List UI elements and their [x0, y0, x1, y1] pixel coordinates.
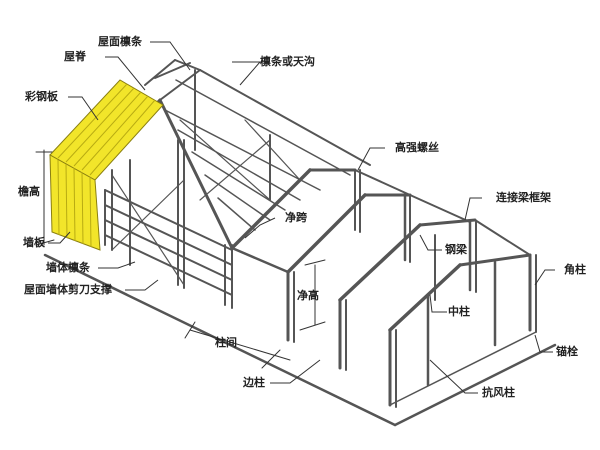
label-clear-span: 净跨	[285, 211, 307, 224]
label-column-spacing: 柱间	[215, 336, 237, 349]
label-wall-panel: 墙板	[23, 236, 45, 249]
color-steel-sheet-panel	[49, 79, 164, 251]
label-eave-height: 檐高	[18, 185, 40, 198]
label-corner-column: 角柱	[564, 263, 586, 276]
label-tie-beam-frame: 连接梁框架	[496, 191, 551, 204]
label-high-strength-bolt: 高强螺丝	[395, 141, 439, 154]
label-anchor-bolt: 锚栓	[556, 345, 578, 358]
label-edge-column: 边柱	[243, 376, 265, 389]
side-ground-line	[393, 343, 557, 427]
label-color-steel-sheet: 彩钢板	[25, 90, 58, 103]
label-roof-wall-cross-bracing: 屋面墙体剪刀支撑	[24, 283, 112, 296]
label-steel-beam: 钢梁	[445, 243, 467, 256]
label-middle-column: 中柱	[448, 305, 470, 318]
label-roof-purlin: 屋面檩条	[98, 35, 142, 48]
front-ground-line	[43, 253, 397, 427]
label-clear-height: 净高	[297, 289, 319, 302]
label-wind-column: 抗风柱	[482, 386, 515, 399]
label-purlin-or-gutter: 檩条或天沟	[260, 55, 315, 68]
label-ridge: 屋脊	[64, 50, 86, 63]
label-wall-purlin: 墙体檩条	[46, 261, 90, 274]
